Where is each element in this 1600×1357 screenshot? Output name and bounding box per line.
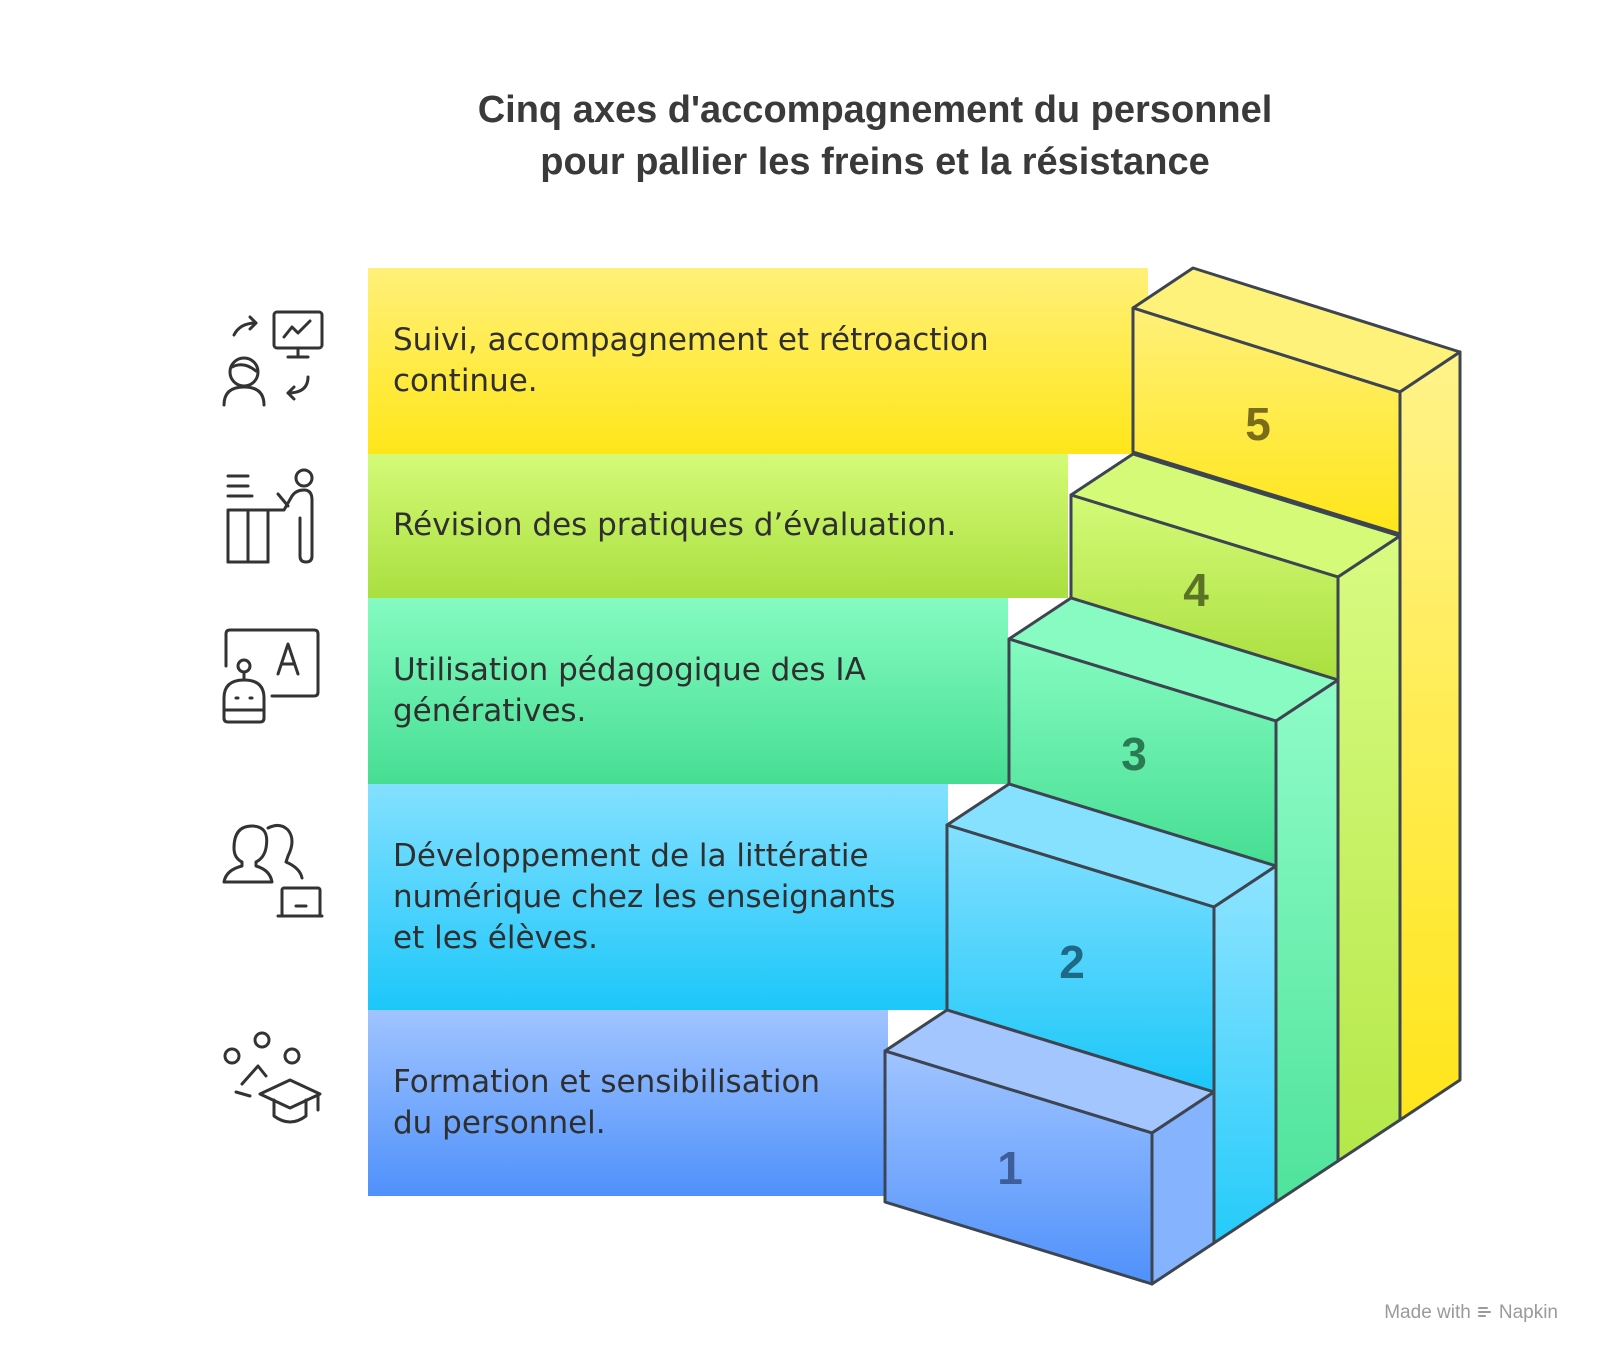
step-3-front	[1007, 637, 1278, 868]
footer-brand: Napkin	[1498, 1302, 1558, 1323]
step-5-side	[1398, 350, 1462, 1122]
page-title: Cinq axes d'accompagnement du personnel …	[0, 84, 1600, 188]
step-4-front	[1069, 493, 1340, 682]
title-line-1: Cinq axes d'accompagnement du personnel	[477, 89, 1273, 131]
ai-robot-board-icon	[222, 626, 332, 736]
footer-made-with: Made with	[1384, 1302, 1471, 1323]
step-5-label: Suivi, accompagnement et rétroaction con…	[393, 322, 989, 399]
graduation-cap-icon	[222, 1030, 332, 1140]
step-3-top	[1007, 596, 1340, 723]
step-5-number: 5	[1245, 398, 1271, 450]
step-2-front	[945, 823, 1216, 1094]
band-step-5	[368, 268, 1148, 454]
step-2-label: Développement de la littératie numérique…	[393, 838, 896, 956]
step-4-side	[1336, 534, 1402, 1163]
step-1-side	[1150, 1090, 1216, 1286]
step-5-top	[1131, 266, 1462, 394]
step-2-number: 2	[1059, 936, 1085, 988]
footer-credit: Made with Napkin	[1384, 1302, 1558, 1324]
band-step-1	[368, 1010, 888, 1196]
step-3-side	[1274, 678, 1340, 1204]
step-5-front	[1131, 306, 1402, 536]
step-3-label: Utilisation pédagogique des IA générativ…	[393, 652, 866, 729]
band-step-3	[368, 598, 1008, 784]
napkin-logo-icon	[1477, 1304, 1493, 1320]
teacher-at-board-icon	[222, 466, 332, 576]
band-step-2	[368, 784, 948, 1010]
step-3-number: 3	[1121, 728, 1147, 780]
step-4-number: 4	[1183, 564, 1209, 616]
step-4-label: Révision des pratiques d’évaluation.	[393, 507, 957, 543]
step-2-top	[945, 782, 1278, 909]
title-line-2: pour pallier les freins et la résistance	[540, 141, 1210, 183]
step-1-label: Formation et sensibilisation du personne…	[393, 1064, 821, 1141]
step-4-top	[1069, 452, 1402, 579]
step-1-top	[883, 1008, 1216, 1135]
band-step-4	[368, 454, 1068, 598]
step-2-side	[1212, 864, 1278, 1245]
feedback-loop-icon	[222, 305, 332, 415]
step-1-number: 1	[997, 1142, 1023, 1194]
people-laptop-icon	[222, 818, 332, 928]
step-1-front	[883, 1049, 1154, 1286]
